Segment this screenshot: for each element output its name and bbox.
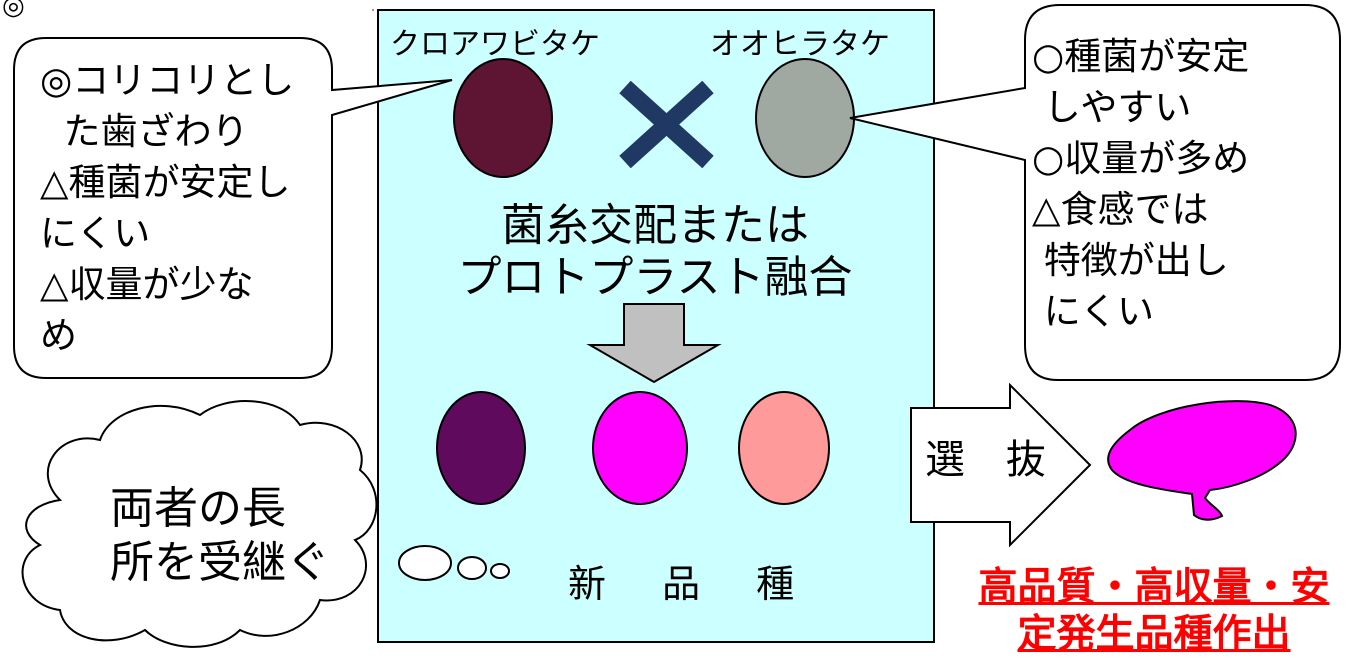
right-callout-line: にくい (1032, 290, 1155, 333)
right-callout-line: △食感では (1032, 188, 1209, 231)
new-variety-label: 新 品 種 (568, 562, 817, 606)
offspring-ellipse-2 (592, 391, 688, 505)
right-callout-line: 特徴が出し (1032, 239, 1229, 282)
left-callout-line: め (40, 314, 77, 357)
parent-left-label: クロアワビタケ (390, 27, 600, 62)
thought-cloud (21, 400, 378, 648)
parent-right-ellipse (755, 58, 855, 178)
cloud-line-1: 両者の長 (110, 483, 286, 534)
result-line-2: 定発生品種作出 (1017, 612, 1291, 657)
process-line-1: 菌糸交配または (501, 200, 809, 251)
process-line-2: プロトプラスト融合 (457, 252, 853, 303)
right-callout-line: しやすい (1032, 86, 1192, 129)
down-arrow-icon (586, 303, 722, 384)
offspring-ellipse-3 (738, 391, 830, 505)
left-callout-line: △収量が少な (40, 263, 254, 306)
right-callout-line: ○種菌が安定 (1032, 35, 1250, 78)
right-callout-line: ○収量が多め (1032, 137, 1250, 180)
mushroom-icon (1107, 400, 1297, 521)
cross-icon (619, 80, 714, 169)
result-line-1: 高品質・高収量・安 (978, 565, 1330, 610)
offspring-ellipse-1 (436, 391, 526, 505)
thought-bubble-2 (457, 556, 487, 580)
selection-arrow-icon (910, 382, 1092, 548)
thought-bubble-1 (398, 545, 452, 581)
corner-fragment: ◎ (2, 0, 25, 21)
left-callout-line: △種菌が安定し (40, 161, 291, 204)
right-callout-bubble (849, 4, 1341, 381)
left-callout-line: た歯ざわり (40, 110, 249, 153)
parent-left-ellipse (453, 58, 553, 178)
cloud-line-2: 所を受継ぐ (110, 537, 330, 588)
left-callout-bubble (13, 37, 453, 379)
left-callout-line: にくい (40, 212, 151, 255)
thought-bubble-3 (490, 563, 510, 579)
parent-right-label: オオヒラタケ (710, 27, 890, 62)
left-callout-line: ◎コリコリとし (40, 59, 295, 102)
selection-label: 選 抜 (925, 437, 1060, 483)
